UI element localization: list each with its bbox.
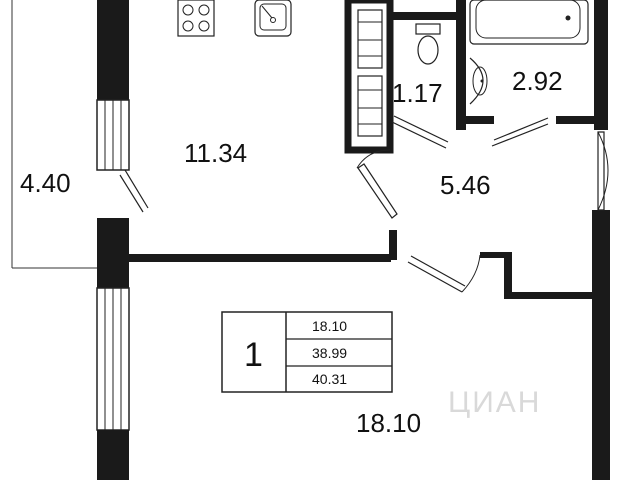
total-area-value: 38.99 [312,345,347,361]
exterior-wall-left [96,0,130,480]
wall-kitchen-room [129,254,391,262]
wc-walls [392,0,466,130]
wall-right-top [594,0,608,130]
living-area-value: 18.10 [312,318,347,334]
hall-door-left [356,149,398,219]
exterior-wall-right [592,210,610,480]
wc-area-label: 1.17 [392,78,443,108]
sink-icon [254,0,292,37]
stove-icon [177,0,215,37]
toilet-icon [415,23,441,65]
wc-door [391,115,449,149]
bath-door [491,117,549,147]
hall-door-right [597,131,609,211]
balcony-dim-label: 4.40 [20,168,71,198]
watermark: ЦИАН [448,386,541,419]
kitchen-area-label: 11.34 [184,138,247,168]
washbasin-icon [469,57,488,105]
wall-stub [389,230,397,260]
bathtub-icon [469,0,589,45]
balcony [11,0,98,269]
total-with-balcony-value: 40.31 [312,371,347,387]
balcony-door [119,169,149,213]
rooms-count: 1 [244,336,263,374]
hall-area-label: 5.46 [440,170,491,200]
wardrobe [344,0,394,154]
area-summary-table: 1 18.10 38.99 40.31 [221,311,393,393]
room-area-label: 18.10 [356,408,421,438]
hall-partition [480,252,596,299]
bath-walls [466,116,596,124]
bath-area-label: 2.92 [512,66,563,96]
room-door [407,254,481,293]
